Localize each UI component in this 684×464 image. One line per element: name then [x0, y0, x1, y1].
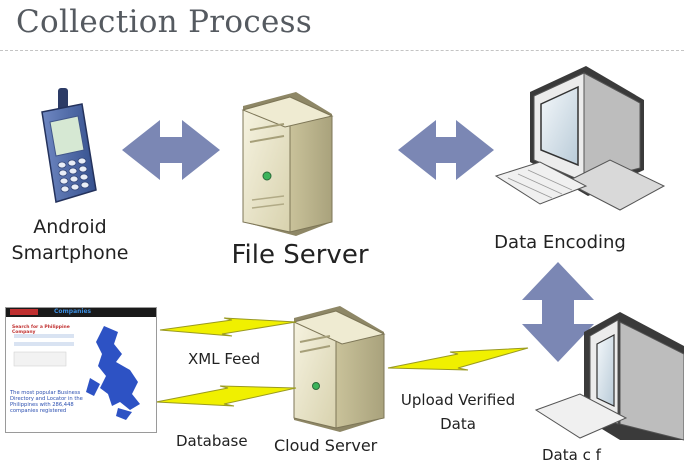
file-server-label: File Server	[231, 240, 369, 270]
database-label: Database	[176, 432, 248, 450]
database-bolt-icon	[155, 385, 297, 407]
page-title: Collection Process	[16, 4, 313, 40]
smartphone-icon	[41, 88, 97, 203]
website-description: The most popular Business Directory and …	[10, 390, 83, 414]
xml-feed-label: XML Feed	[188, 350, 261, 368]
upload-verified-data-label: Upload Verified Data	[388, 388, 528, 436]
sync-arrow-vertical	[522, 262, 594, 362]
xml-feed-bolt-icon	[159, 317, 297, 337]
data-encoding-label: Data Encoding	[494, 232, 626, 253]
website-buttons	[10, 422, 68, 432]
upload-label-line1: Upload Verified	[400, 391, 516, 409]
android-label-line2: Smartphone	[11, 242, 129, 264]
website-heading: Search for a Philippine Company	[12, 325, 70, 335]
website-thumbnail: Companies Search for a Philippine Compan…	[5, 307, 157, 433]
android-smartphone-label: Android Smartphone	[0, 214, 140, 266]
cloud-server-label: Cloud Server	[274, 436, 378, 455]
sync-arrow-right	[398, 120, 494, 180]
philippines-map-icon	[13, 326, 140, 420]
title-divider	[0, 50, 684, 51]
upload-bolt-icon	[387, 347, 529, 371]
android-label-line1: Android	[33, 216, 107, 238]
cropped-label: Data c f	[542, 446, 601, 464]
website-logo-icon	[10, 309, 38, 315]
workstation-icon-lower	[534, 312, 684, 441]
workstation-icon	[494, 66, 666, 211]
upload-label-line2: Data	[440, 415, 476, 433]
cloud-server-icon	[292, 306, 386, 432]
sync-arrow-left	[122, 120, 220, 180]
file-server-icon	[241, 92, 334, 236]
website-brand: Companies	[54, 308, 92, 315]
website-header-bar: Companies	[6, 308, 156, 317]
